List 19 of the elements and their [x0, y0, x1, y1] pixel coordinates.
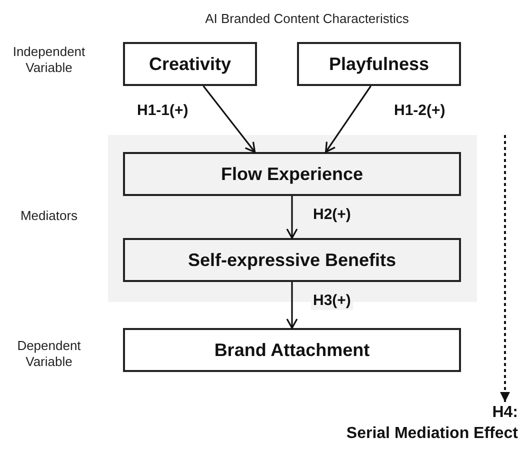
- variable-box: Brand Attachment: [123, 328, 461, 372]
- arrow: [202, 86, 256, 153]
- row-label: Mediators: [19, 208, 79, 224]
- hypothesis-text: H4: Serial Mediation Effect: [318, 402, 518, 446]
- dashed-arrow: [500, 135, 510, 402]
- variable-box: Flow Experience: [123, 152, 461, 196]
- variable-box: Creativity: [123, 42, 257, 86]
- edge-label: H1-2(+): [392, 102, 448, 120]
- edge-label: H3(+): [311, 292, 353, 310]
- edge-label: H1-1(+): [135, 102, 190, 120]
- edge-label: H2(+): [311, 206, 353, 224]
- arrow: [286, 196, 298, 239]
- diagram-title: AI Branded Content Characteristics: [204, 10, 410, 28]
- variable-box: Self-expressive Benefits: [123, 238, 461, 282]
- arrow: [286, 282, 298, 329]
- row-label: Independent Variable: [12, 44, 86, 76]
- arrow: [325, 86, 372, 153]
- row-label: Dependent Variable: [16, 338, 82, 370]
- variable-box: Playfulness: [297, 42, 461, 86]
